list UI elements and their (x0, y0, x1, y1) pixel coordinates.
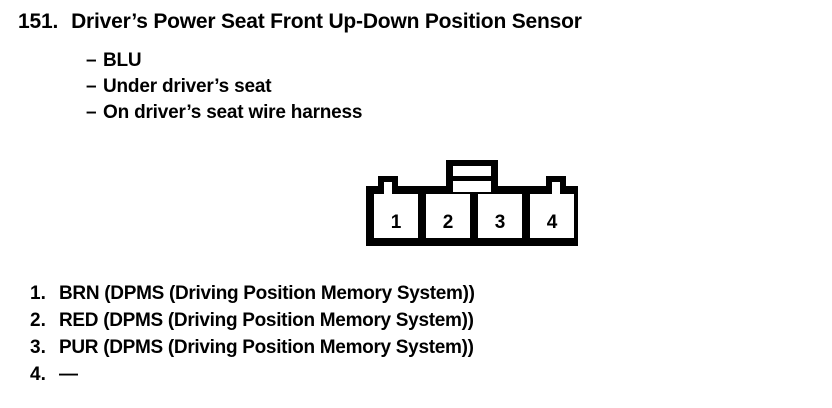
pin-description: BRN (DPMS (Driving Position Memory Syste… (59, 283, 475, 304)
latch-tab-lower-slot (453, 181, 491, 192)
pin-description: RED (DPMS (Driving Position Memory Syste… (59, 310, 474, 331)
pin-number: 2. (30, 310, 46, 331)
table-row: 4. — (30, 364, 475, 391)
pin-assignment-list: 1. BRN (DPMS (Driving Position Memory Sy… (30, 283, 475, 391)
cavity-1-number: 1 (391, 212, 402, 233)
cavity-2-opening (426, 194, 470, 238)
cavity-4-number: 4 (547, 212, 558, 233)
connector-diagram: 1 2 3 4 (360, 152, 586, 252)
list-item: – Under driver’s seat (86, 76, 362, 102)
page-title-number: 151. (18, 10, 59, 33)
table-row: 3. PUR (DPMS (Driving Position Memory Sy… (30, 337, 475, 364)
cavity-4-opening (530, 194, 574, 238)
connector-outline (366, 160, 578, 246)
dash-icon: – (86, 50, 97, 71)
pin-description: — (59, 364, 78, 385)
page-title-text: Driver’s Power Seat Front Up-Down Positi… (71, 10, 582, 33)
cavity-4-key-channel (552, 182, 560, 196)
cavity-1-key-channel (384, 182, 392, 196)
table-row: 1. BRN (DPMS (Driving Position Memory Sy… (30, 283, 475, 310)
pin-number: 4. (30, 364, 46, 385)
component-detail-list: – BLU – Under driver’s seat – On driver’… (86, 50, 362, 128)
connector-svg: 1 2 3 4 (366, 160, 578, 246)
table-row: 2. RED (DPMS (Driving Position Memory Sy… (30, 310, 475, 337)
list-item-label: On driver’s seat wire harness (103, 102, 363, 123)
pin-number: 3. (30, 337, 46, 358)
cavity-1-opening (374, 194, 418, 238)
list-item-label: Under driver’s seat (103, 76, 272, 97)
list-item: – On driver’s seat wire harness (86, 102, 362, 128)
cavity-2-number: 2 (443, 212, 454, 233)
pin-description: PUR (DPMS (Driving Position Memory Syste… (59, 337, 474, 358)
dash-icon: – (86, 76, 97, 97)
page-title: 151. Driver’s Power Seat Front Up-Down P… (18, 10, 582, 34)
dash-icon: – (86, 102, 97, 123)
latch-tab-upper-slot (453, 166, 491, 176)
cavity-3-opening (478, 194, 522, 238)
list-item: – BLU (86, 50, 362, 76)
pin-number: 1. (30, 283, 46, 304)
list-item-label: BLU (103, 50, 142, 71)
cavity-3-number: 3 (495, 212, 506, 233)
